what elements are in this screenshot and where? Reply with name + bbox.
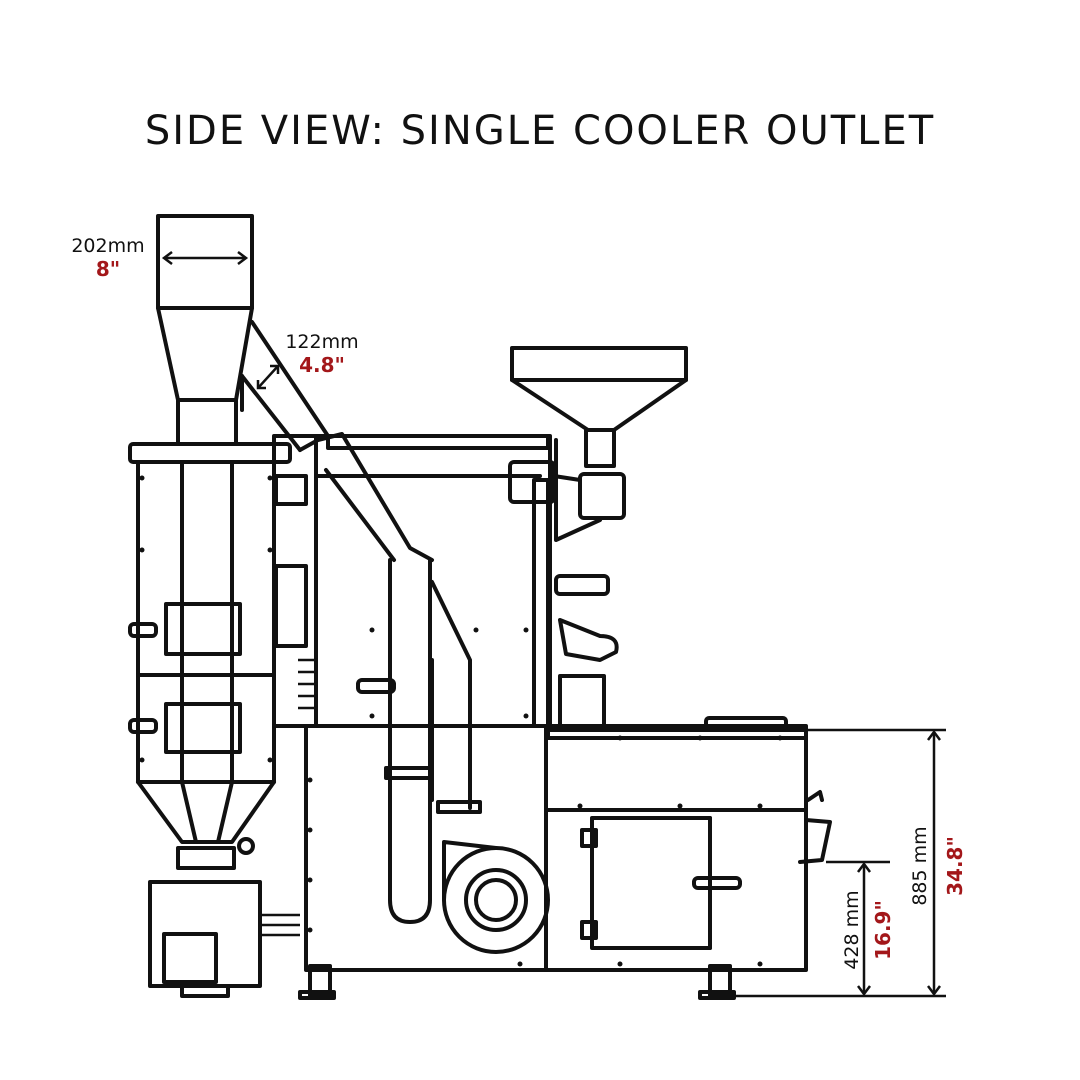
dimension-heights	[736, 728, 946, 998]
chimney-width-mm: 202mm	[71, 235, 144, 257]
chimney-width-in: 8"	[96, 257, 120, 281]
duct-diameter-in: 4.8"	[299, 353, 345, 377]
rivets	[139, 475, 783, 967]
machine-height-mm: 885 mm	[909, 826, 931, 905]
cooler-outlet	[580, 790, 832, 950]
machine-height-in: 34.8"	[943, 836, 967, 896]
cooling-ducts	[384, 558, 482, 924]
outlet-height-mm: 428 mm	[841, 890, 863, 969]
bean-hopper	[508, 346, 688, 542]
dimension-duct-diameter: 122mm 4.8"	[256, 331, 359, 390]
chaff-collector	[148, 880, 300, 998]
front-panel	[554, 574, 619, 728]
lower-chassis	[298, 716, 808, 1000]
roaster-body	[272, 434, 552, 728]
diagram-title: SIDE VIEW: SINGLE COOLER OUTLET	[144, 108, 936, 154]
duct-diameter-mm: 122mm	[285, 331, 358, 353]
dimension-chimney-width: 202mm 8"	[71, 235, 249, 281]
chimney	[156, 214, 254, 444]
fan-housing	[442, 840, 550, 954]
cyclone	[128, 442, 292, 870]
outlet-height-in: 16.9"	[871, 900, 895, 960]
